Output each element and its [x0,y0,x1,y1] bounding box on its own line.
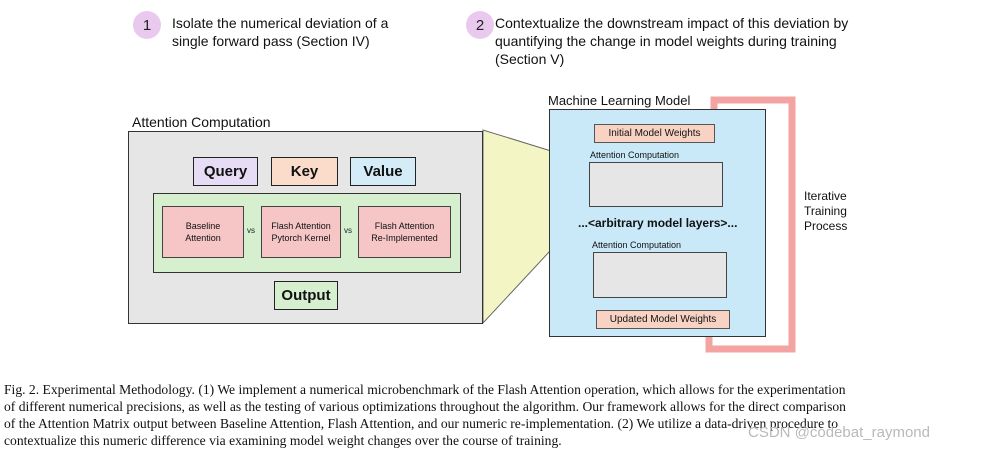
model-panel [549,109,766,337]
step-2-badge: 2 [466,11,494,39]
step-1-line-1: Isolate the numerical deviation of a [172,15,389,31]
flash-pytorch-box: Flash Attention Pytorch Kernel [261,206,341,258]
flash-reimpl-line-2: Re-Implemented [371,233,438,243]
training-loop-arrow [705,96,796,353]
step-1-badge: 1 [133,11,161,39]
loop-line-1: Iterative [804,189,847,203]
baseline-line-2: Attention [185,233,221,243]
caption-line-1: Fig. 2. Experimental Methodology. (1) We… [4,382,846,397]
step-2-line-2: quantifying the change in model weights … [495,33,837,49]
baseline-attention-box: Baseline Attention [162,206,244,258]
arbitrary-layers-text: ...<arbitrary model layers>... [578,216,738,230]
caption-line-2: of different numerical precisions, as we… [4,399,846,414]
updated-weights-box: Updated Model Weights [596,310,730,329]
step-1-line-2: single forward pass (Section IV) [172,33,370,49]
step-2-line-3: (Section V) [495,51,565,67]
key-box: Key [271,157,338,186]
vs-label-2: vs [344,226,352,235]
flash-pytorch-line-1: Flash Attention [271,221,331,231]
loop-line-3: Process [804,219,848,233]
loop-line-2: Training [804,204,847,218]
watermark: CSDN @codebat_raymond [748,424,930,441]
caption-line-4: contextualize this numeric difference vi… [4,433,562,448]
flash-pytorch-line-2: Pytorch Kernel [271,233,331,243]
attention-block-1 [589,162,723,207]
model-title: Machine Learning Model [548,93,691,108]
step-1-text: Isolate the numerical deviation of a sin… [172,14,452,50]
iterative-training-label: Iterative Training Process [804,189,847,234]
attention-label-2: Attention Computation [592,240,682,250]
step-2-line-1: Contextualize the downstream impact of t… [495,15,849,31]
caption-line-3: of the Attention Matrix output between B… [4,416,839,431]
initial-weights-box: Initial Model Weights [594,124,715,143]
flash-reimpl-line-1: Flash Attention [374,221,435,231]
figure-caption: Fig. 2. Experimental Methodology. (1) We… [4,381,984,449]
attention-label-1: Attention Computation [590,150,680,160]
baseline-line-1: Baseline [185,221,221,231]
output-box: Output [274,281,338,310]
step-2-text: Contextualize the downstream impact of t… [495,14,895,68]
flash-reimplemented-box: Flash Attention Re-Implemented [358,206,451,258]
attention-block-2 [593,252,727,298]
vs-label-1: vs [247,226,255,235]
query-box: Query [193,157,258,186]
attention-title: Attention Computation [132,114,271,130]
value-box: Value [350,157,416,186]
